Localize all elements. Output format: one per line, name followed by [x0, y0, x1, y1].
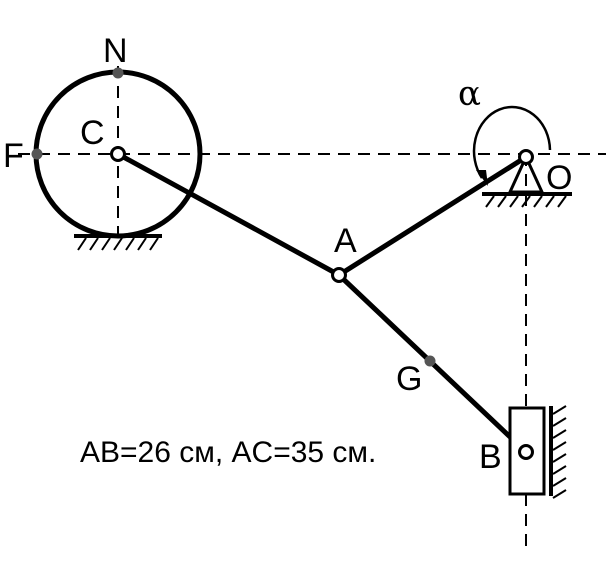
label-o: O [546, 159, 572, 197]
label-n: N [103, 32, 128, 70]
label-c: C [80, 114, 105, 152]
point-n [112, 67, 124, 79]
hinge-o [518, 149, 534, 165]
rods [115, 151, 529, 455]
label-g: G [396, 360, 422, 398]
label-alpha: α [458, 74, 481, 114]
point-g [424, 355, 436, 367]
rod-ao [336, 154, 529, 278]
pin-support-o [482, 153, 572, 208]
dimensions-caption: AB=26 см, AC=35 см. [80, 436, 376, 469]
point-f [31, 148, 43, 160]
rod-ca [115, 151, 342, 278]
wheel-ground [74, 234, 162, 251]
hinge-b [518, 444, 534, 460]
hinge-c [110, 146, 126, 162]
label-f: F [3, 137, 24, 175]
label-a: A [334, 222, 357, 260]
angle-alpha-arc [472, 105, 552, 186]
hinge-a [331, 267, 347, 283]
label-b: B [479, 438, 502, 476]
